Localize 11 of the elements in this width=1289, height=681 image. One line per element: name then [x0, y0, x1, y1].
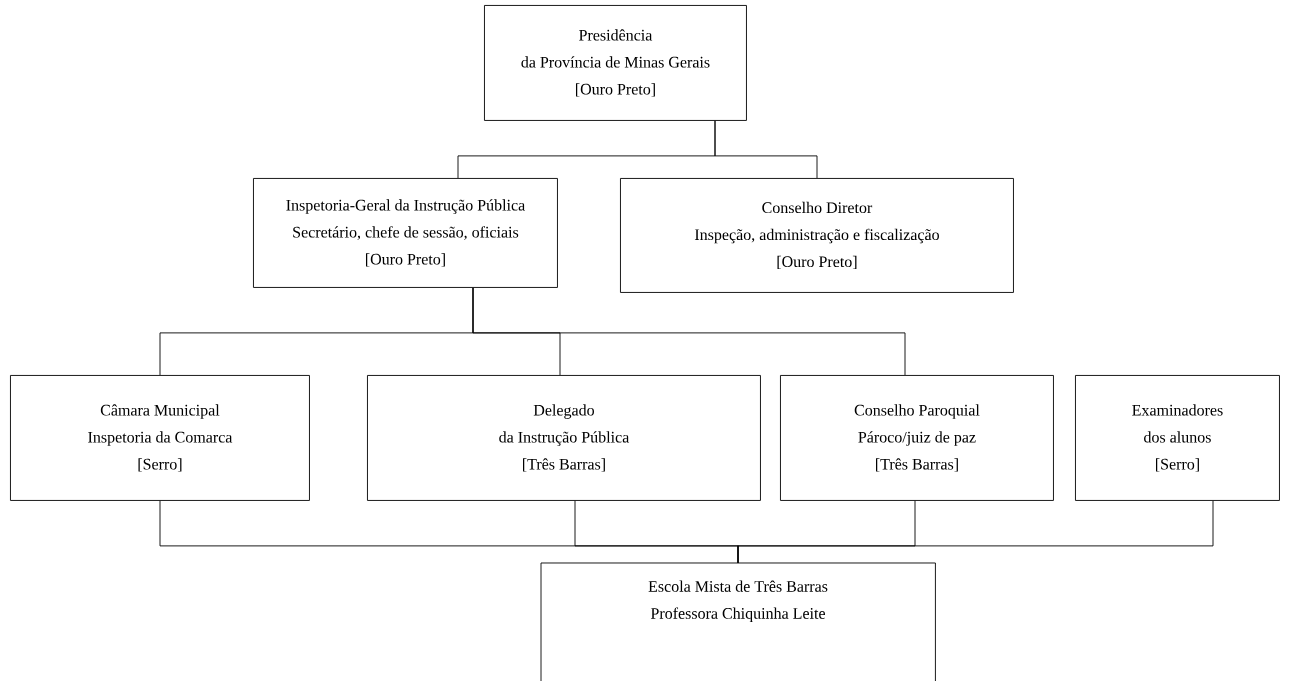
connector-line	[714, 120, 818, 179]
org-box: Câmara Municipal Inspetoria da Comarca [Serro]	[10, 375, 310, 501]
connector-line	[472, 287, 906, 376]
org-box: Examinadores dos alunos [Serro]	[1075, 375, 1280, 501]
org-box: Presidência da Província de Minas Gerais [Ouro Preto]	[484, 5, 747, 121]
org-box: Escola Mista de Três Barras Professora Chiquinha Leite	[540, 562, 936, 681]
org-box: Conselho Paroquial Pároco/juiz de paz [Três Barras]	[780, 375, 1054, 501]
org-box: Conselho Diretor Inspeção, administração e fiscalização [Ouro Preto]	[620, 178, 1014, 293]
org-box: Delegado da Instrução Pública [Três Barras]	[367, 375, 761, 501]
org-box: Inspetoria-Geral da Instrução Pública Secretário, chefe de sessão, oficiais [Ouro Preto]	[253, 178, 558, 288]
connector-line	[737, 500, 1214, 564]
